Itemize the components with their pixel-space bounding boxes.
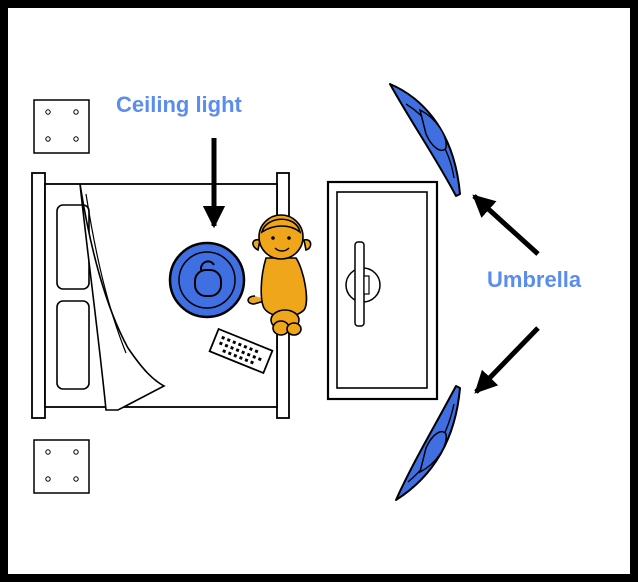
umbrella-bottom	[395, 385, 461, 501]
remote-control-icon	[208, 327, 274, 375]
umbrella-bottom-arrow	[474, 326, 540, 394]
girl-figure-icon	[247, 214, 312, 336]
ceiling-light-label: Ceiling light	[116, 92, 242, 117]
tv-icon	[345, 241, 381, 327]
umbrella-top-arrow	[472, 194, 540, 256]
umbrella-top	[389, 83, 461, 197]
blanket-fold	[79, 183, 166, 411]
ceiling-light	[168, 241, 246, 319]
floor-plan	[31, 83, 540, 501]
nightstand-top	[33, 99, 90, 154]
umbrella-label: Umbrella	[487, 267, 582, 292]
pillow-bottom	[56, 300, 90, 390]
nightstand-bottom	[33, 439, 90, 494]
bed	[31, 172, 290, 419]
tv-stand	[326, 180, 439, 401]
